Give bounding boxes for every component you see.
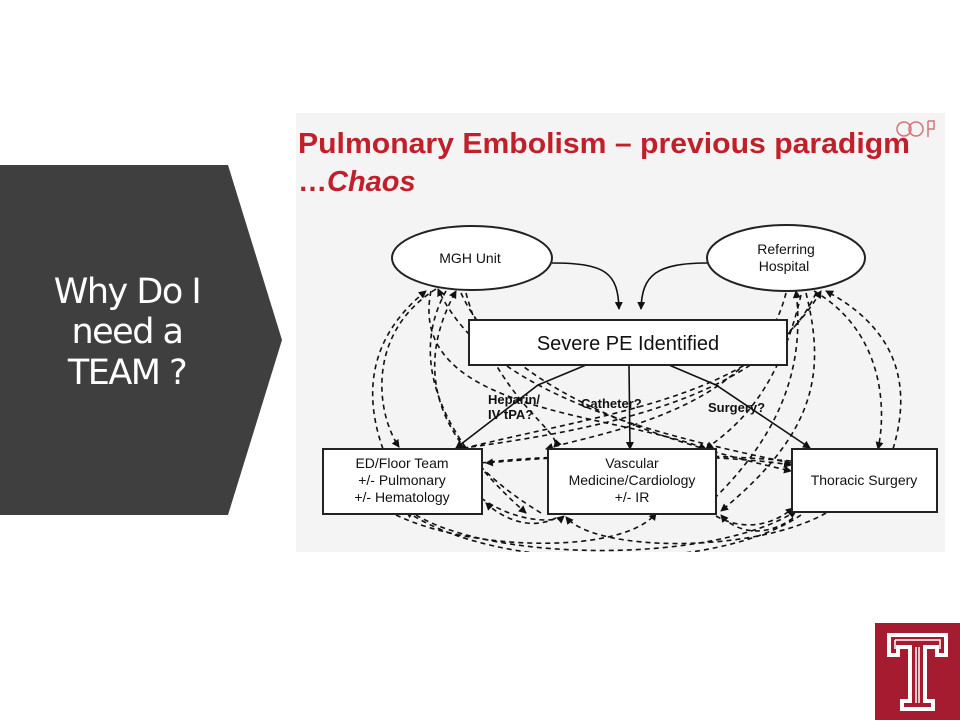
embedded-logo-icon xyxy=(896,120,935,137)
ed-floor-team-label-3: +/- Hematology xyxy=(354,489,449,505)
embedded-title-line1: Pulmonary Embolism – previous paradigm xyxy=(298,128,910,160)
referring-hospital-label-2: Hospital xyxy=(759,258,810,274)
embedded-title-line2: …Chaos xyxy=(298,166,416,198)
referring-hospital-node xyxy=(706,224,866,292)
ed-floor-team-node xyxy=(322,448,483,515)
vascular-medicine-label-1: Vascular xyxy=(605,455,659,471)
solid-arrows xyxy=(455,262,811,450)
heparin-label-2: IV tPA? xyxy=(488,407,533,422)
heparin-label-1: Heparin/ xyxy=(488,392,540,407)
catheter-label: Catheter? xyxy=(581,396,642,411)
temple-t-icon xyxy=(887,633,948,711)
title-chevron xyxy=(0,165,282,515)
thoracic-surgery-label: Thoracic Surgery xyxy=(811,472,918,488)
severe-pe-label: Severe PE Identified xyxy=(537,333,719,355)
referring-hospital-label-1: Referring xyxy=(757,241,815,257)
temple-t-logo xyxy=(875,623,960,720)
severe-pe-node xyxy=(468,319,788,366)
vascular-medicine-node xyxy=(547,448,717,515)
mgh-unit-node xyxy=(391,225,553,291)
thoracic-surgery-node xyxy=(791,448,938,513)
ed-floor-team-label-2: +/- Pulmonary xyxy=(358,472,446,488)
vascular-medicine-label-2: Medicine/Cardiology xyxy=(569,472,696,488)
surgery-label: Surgery? xyxy=(708,400,765,415)
embedded-slide-image: Pulmonary Embolism – previous paradigm …… xyxy=(296,113,945,552)
slide-title: Why Do I need a TEAM ? xyxy=(53,272,202,393)
vascular-medicine-label-3: +/- IR xyxy=(615,489,650,505)
ed-floor-team-label-1: ED/Floor Team xyxy=(355,455,448,471)
mgh-unit-label: MGH Unit xyxy=(439,250,501,266)
